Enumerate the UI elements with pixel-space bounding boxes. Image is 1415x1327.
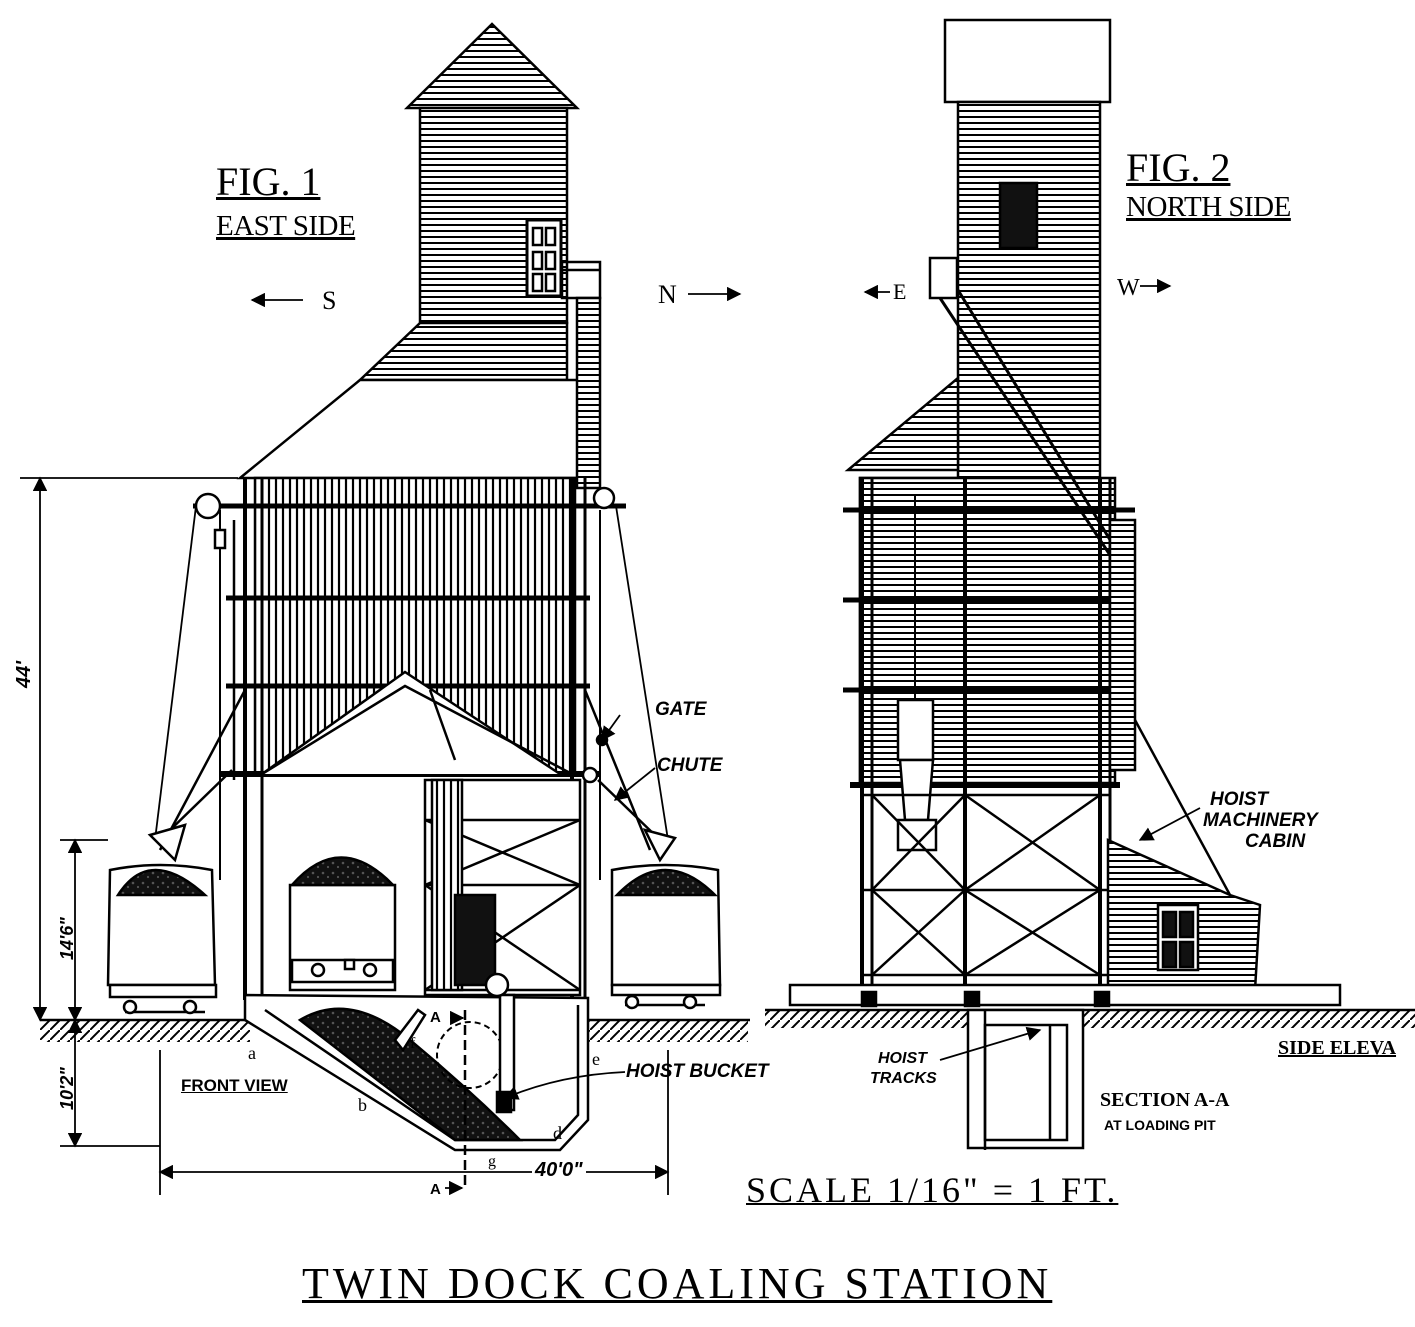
section-sub-label: AT LOADING PIT: [1104, 1117, 1216, 1133]
side-elev-label: SIDE ELEVA: [1278, 1037, 1397, 1059]
fig1-structure: [154, 22, 669, 1000]
hoist-tracks-line1: HOIST: [878, 1050, 927, 1067]
width-dimension: 40'0": [532, 1160, 586, 1180]
fig1-dir-right: N: [658, 280, 677, 309]
fig1-cars: [106, 823, 722, 1015]
point-e: e: [592, 1049, 600, 1069]
gate-label: GATE: [655, 699, 707, 720]
hoist-tracks-line2: TRACKS: [870, 1070, 937, 1087]
fig1-subtitle: EAST SIDE: [216, 210, 356, 242]
fig1-dimensions: [20, 476, 670, 1196]
section-marker-top: A: [430, 1009, 441, 1026]
fig2-structure: [765, 18, 1415, 1150]
point-f: f: [410, 1035, 416, 1052]
point-a: a: [248, 1043, 256, 1063]
height-dimension: 44': [13, 660, 35, 688]
fig2-title: FIG. 2: [1126, 145, 1231, 190]
point-b: b: [358, 1095, 367, 1115]
section-marker-bottom: A: [430, 1181, 441, 1198]
fig1-title: FIG. 1: [216, 159, 321, 204]
car-dimension: 14'6": [57, 917, 77, 960]
pit-dimension: 10'2": [57, 1067, 77, 1110]
hoist-machinery-cabin-line1: HOIST: [1210, 789, 1269, 810]
scale-label: SCALE 1/16" = 1 FT.: [746, 1170, 1119, 1210]
hoist-bucket-label: HOIST BUCKET: [626, 1061, 769, 1082]
section-label: SECTION A-A: [1100, 1089, 1230, 1111]
front-view-label: FRONT VIEW: [181, 1076, 288, 1095]
point-d: d: [553, 1123, 562, 1143]
fig2-dir-right: W: [1117, 275, 1140, 301]
chute-label: CHUTE: [657, 755, 723, 776]
fig1-pit: [40, 972, 750, 1190]
hoist-machinery-cabin-line2: MACHINERY: [1203, 810, 1318, 831]
fig2-dir-left: E: [893, 279, 907, 304]
fig2-subtitle: NORTH SIDE: [1126, 191, 1291, 223]
drawing-title: TWIN DOCK COALING STATION: [302, 1259, 1053, 1308]
hoist-machinery-cabin-line3: CABIN: [1245, 831, 1306, 852]
point-g: g: [488, 1153, 496, 1170]
fig1-dir-left: S: [322, 286, 337, 315]
fig2-leaders: [250, 278, 1201, 1061]
